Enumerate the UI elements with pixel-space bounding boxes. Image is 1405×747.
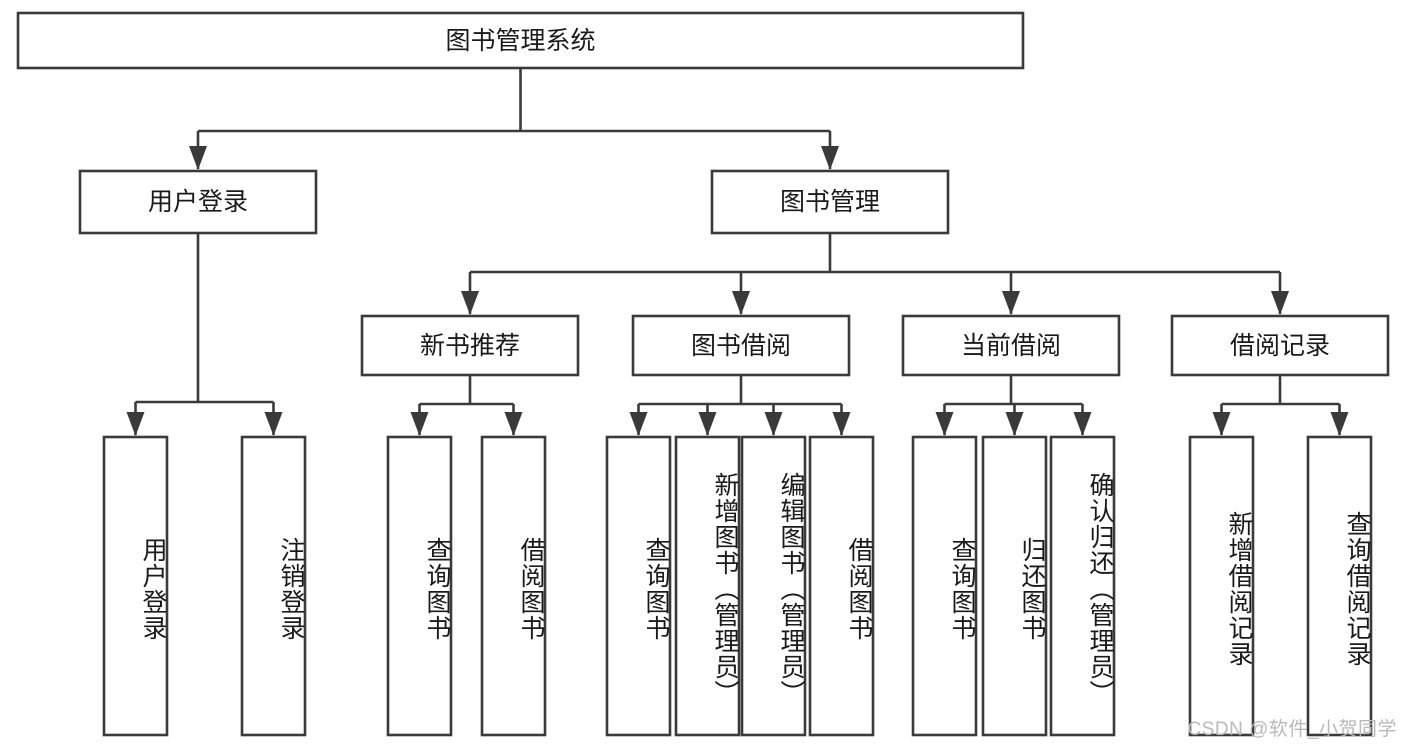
node-leaf-user-login[interactable] (102, 435, 169, 737)
node-leaf-logout[interactable] (240, 435, 307, 737)
root-to-level2-arrow-1 (821, 146, 839, 170)
node-leaf-borrow-book[interactable] (808, 435, 875, 737)
current-borrow-to-leaves-arrow-0 (935, 412, 954, 436)
new-book-rec-to-leaves-arrow-0 (410, 412, 429, 436)
root-to-level2-arrow-0 (189, 146, 207, 170)
book-manage-to-level3-arrow-3 (1271, 291, 1289, 315)
user-login-to-leaves-arrow-0 (126, 412, 145, 436)
book-manage-to-level3-arrow-0 (461, 291, 479, 315)
current-borrow-to-leaves-arrow-2 (1073, 412, 1092, 436)
node-leaf-query-book-rec[interactable] (386, 435, 453, 737)
node-leaf-add-book[interactable] (674, 435, 741, 737)
node-current-borrow[interactable] (901, 314, 1121, 377)
current-borrow-to-leaves-arrow-1 (1005, 412, 1024, 436)
book-borrow-to-leaves-arrow-0 (629, 412, 648, 436)
node-leaf-add-record[interactable] (1188, 435, 1255, 737)
user-login-to-leaves-arrow-1 (264, 412, 283, 436)
boxes-layer (16, 11, 1390, 737)
book-borrow-to-leaves-arrow-3 (832, 412, 851, 436)
node-leaf-query-book-borrow[interactable] (605, 435, 672, 737)
node-book-manage[interactable] (710, 169, 950, 235)
node-leaf-return-book[interactable] (981, 435, 1048, 737)
node-new-book-rec[interactable] (360, 314, 580, 377)
node-root-system[interactable] (16, 11, 1025, 70)
watermark-csdn: CSDN @软件_小贺同学 (1187, 719, 1397, 740)
node-leaf-edit-book[interactable] (740, 435, 807, 737)
node-user-login[interactable] (78, 169, 318, 235)
borrow-record-to-leaves-arrow-0 (1212, 412, 1231, 436)
node-book-borrow[interactable] (631, 314, 851, 377)
book-manage-to-level3-arrow-2 (1002, 291, 1020, 315)
book-borrow-to-leaves-arrow-1 (698, 412, 717, 436)
node-borrow-record[interactable] (1170, 314, 1390, 377)
borrow-record-to-leaves-arrow-1 (1330, 412, 1349, 436)
node-leaf-borrow-book-rec[interactable] (480, 435, 547, 737)
connectors-layer (126, 68, 1349, 436)
node-leaf-query-record[interactable] (1306, 435, 1373, 737)
book-borrow-to-leaves-arrow-2 (764, 412, 783, 436)
new-book-rec-to-leaves-arrow-1 (504, 412, 523, 436)
node-leaf-confirm-return[interactable] (1049, 435, 1116, 737)
book-manage-to-level3-arrow-1 (732, 291, 750, 315)
node-leaf-query-book-cur[interactable] (911, 435, 978, 737)
